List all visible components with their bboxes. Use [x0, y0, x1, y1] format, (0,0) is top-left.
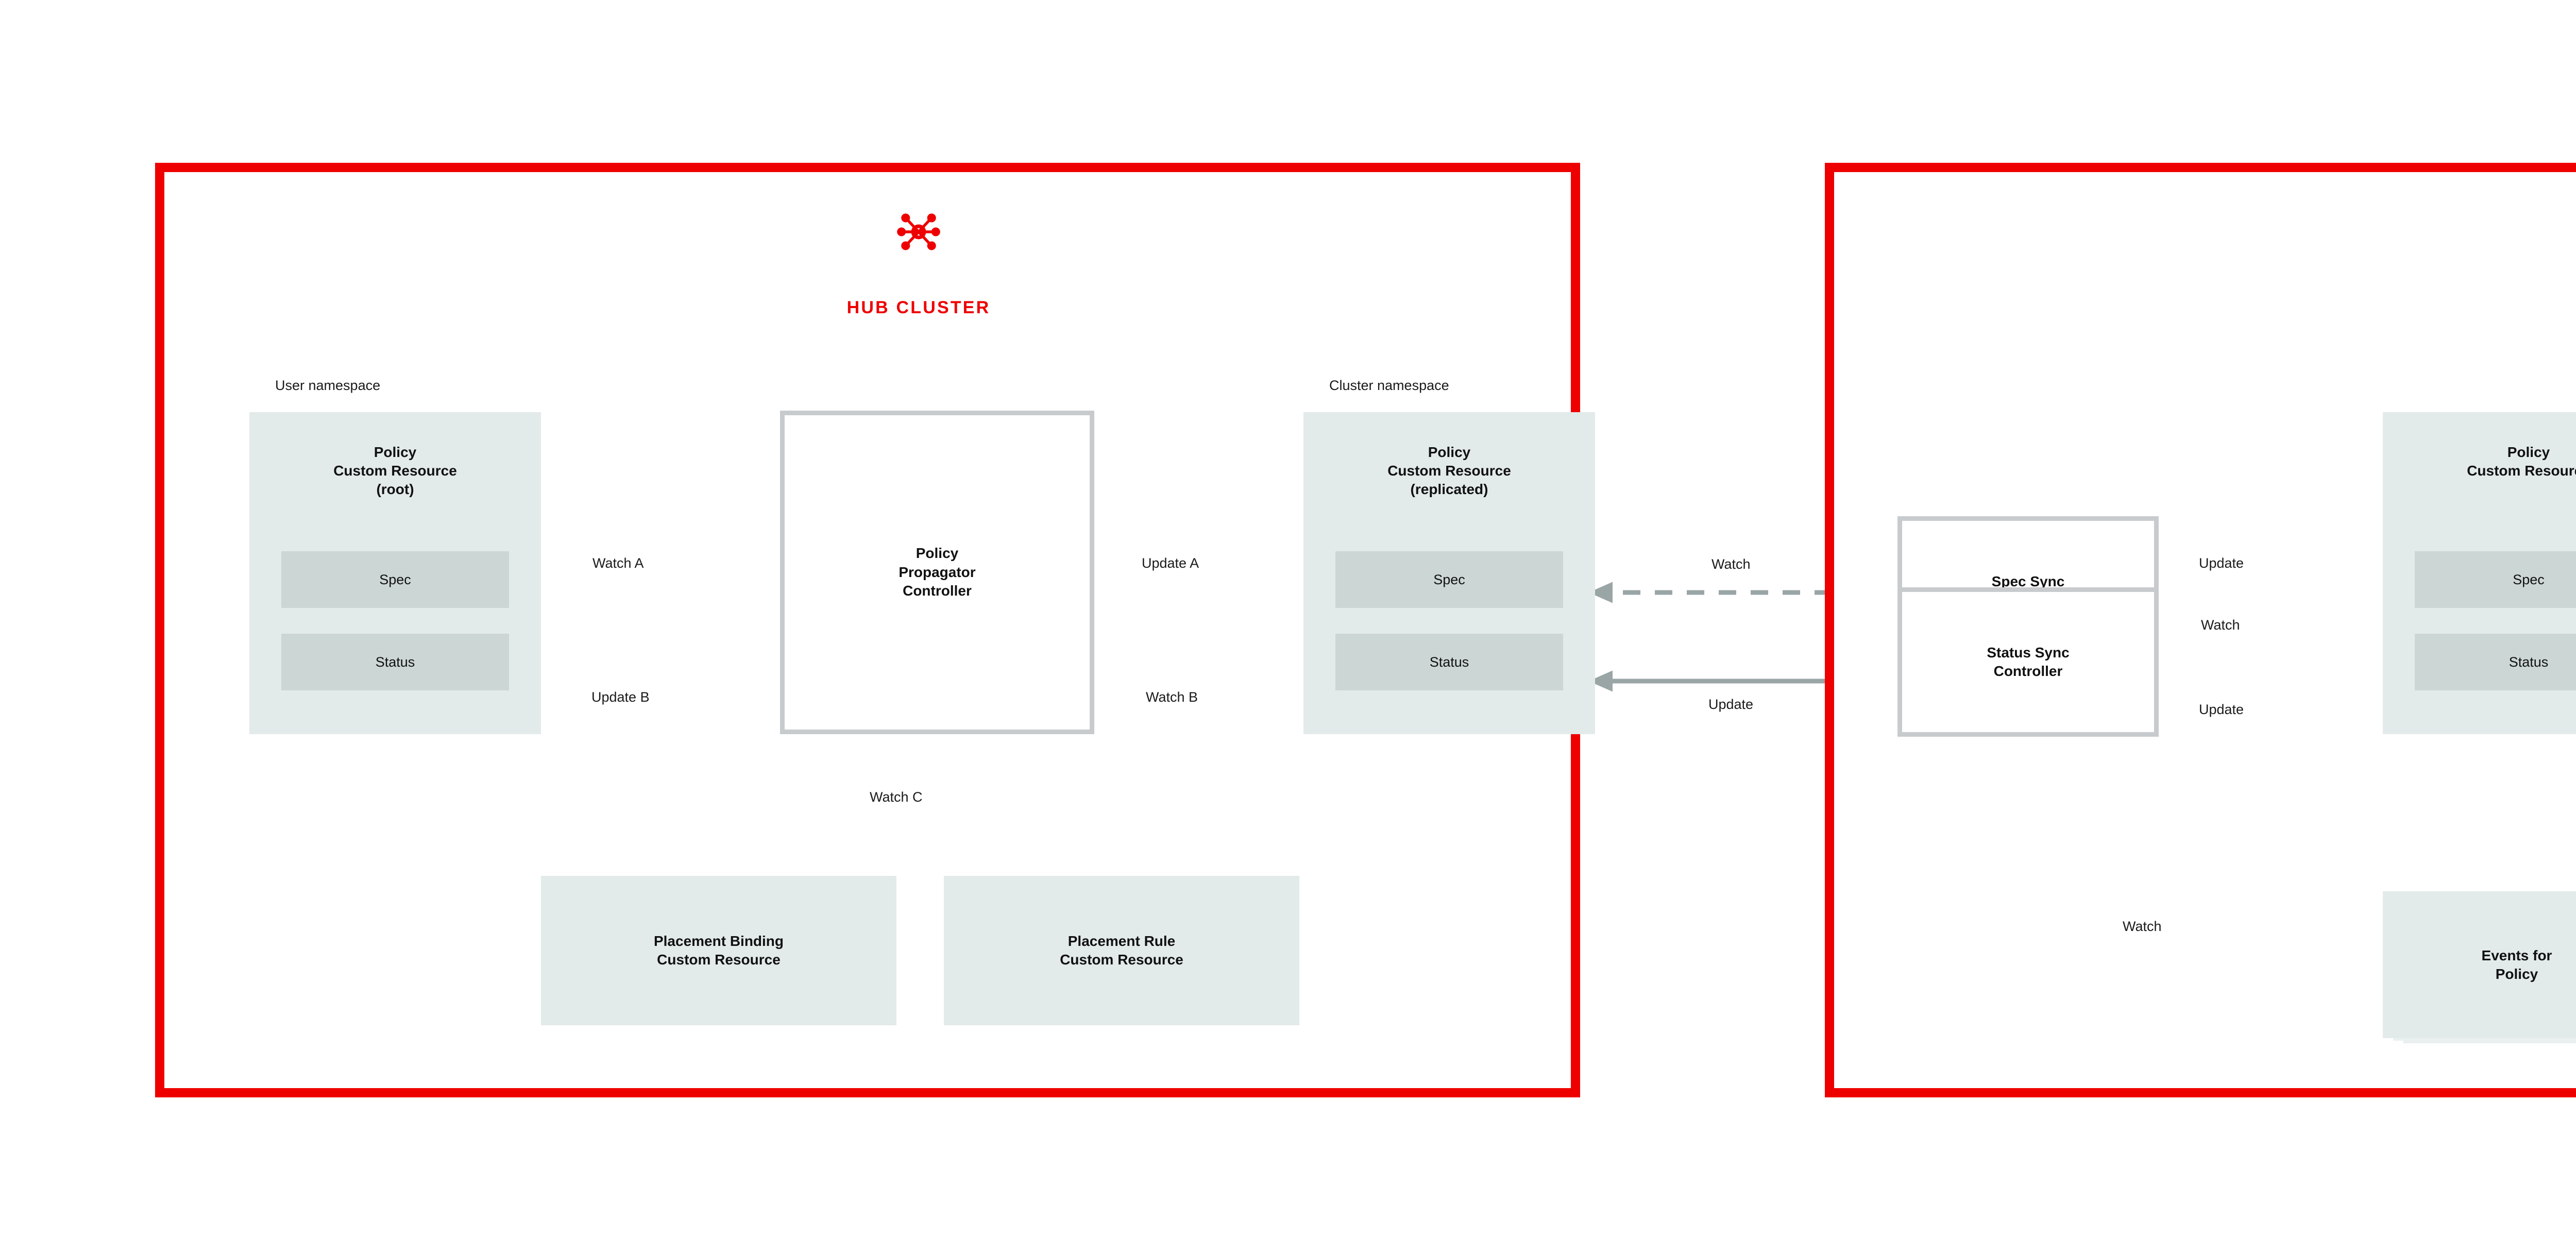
hub-policy-custom-resource-root[interactable]: Policy Custom Resource (root) Spec Statu… — [249, 412, 541, 734]
policy-propagator-controller[interactable]: Policy Propagator Controller — [780, 411, 1094, 734]
user-namespace-label: User namespace — [275, 378, 381, 393]
label-status-watch: Watch — [2201, 617, 2240, 633]
label-cross-watch: Watch — [1711, 556, 1751, 572]
cluster-namespace-label: Cluster namespace — [1329, 378, 1449, 393]
spec-band: Spec — [1335, 551, 1563, 608]
label-watch-b: Watch B — [1146, 689, 1198, 705]
hub-spoke-icon — [895, 209, 942, 255]
events-for-policy[interactable]: Events for Policy — [2383, 891, 2576, 1038]
box-label: Status Sync Controller — [1987, 644, 2070, 679]
label-cross-update: Update — [1708, 697, 1754, 712]
label-watch-a: Watch A — [592, 555, 644, 571]
card-title: Events for Policy — [2481, 947, 2552, 982]
label-status-update: Update — [2199, 702, 2244, 717]
spec-band: Spec — [2415, 551, 2576, 608]
label-update-a: Update A — [1142, 555, 1199, 571]
spec-band: Spec — [281, 551, 509, 608]
label-events-watch: Watch — [2123, 919, 2162, 934]
managed-policy-custom-resource[interactable]: Policy Custom Resource Spec Status — [2383, 412, 2576, 734]
card-title: Policy Custom Resource (replicated) — [1387, 444, 1511, 497]
status-band: Status — [1335, 634, 1563, 690]
label-update-b: Update B — [591, 689, 650, 705]
card-title: Placement Binding Custom Resource — [653, 933, 784, 968]
status-sync-controller[interactable]: Status Sync Controller — [1897, 587, 2159, 737]
status-band: Status — [2415, 634, 2576, 690]
card-title: Policy Custom Resource — [2467, 444, 2576, 479]
card-title: Placement Rule Custom Resource — [1060, 933, 1183, 968]
label-spec-update: Update — [2199, 555, 2244, 571]
hub-policy-custom-resource-replicated[interactable]: Policy Custom Resource (replicated) Spec… — [1303, 412, 1595, 734]
label-watch-c: Watch C — [870, 789, 923, 805]
status-band: Status — [281, 634, 509, 690]
card-title: Policy Custom Resource (root) — [333, 444, 457, 497]
box-label: Policy Propagator Controller — [899, 545, 976, 599]
placement-rule-custom-resource[interactable]: Placement Rule Custom Resource — [944, 876, 1299, 1025]
hub-cluster-title: HUB CLUSTER — [846, 298, 991, 317]
placement-binding-custom-resource[interactable]: Placement Binding Custom Resource — [541, 876, 896, 1025]
